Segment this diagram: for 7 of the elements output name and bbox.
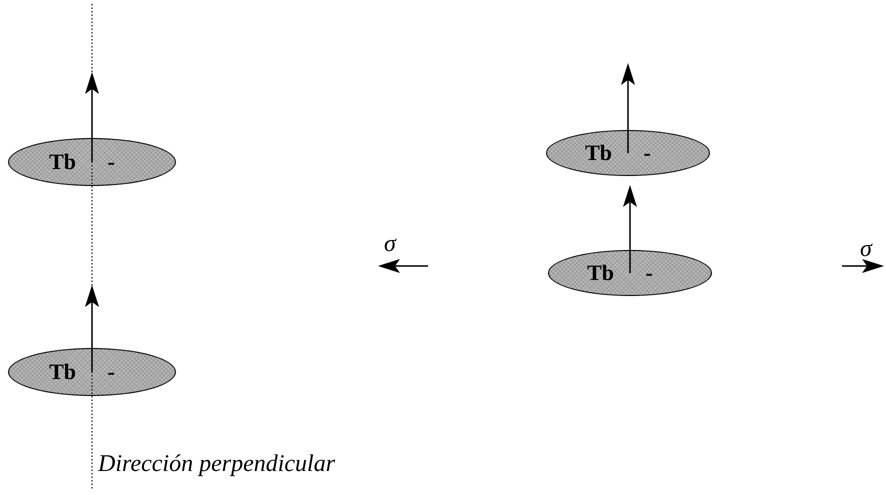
stress-symbol: σ [384,232,396,256]
ion-label: Tb - [587,262,654,284]
ion-label: Tb - [49,361,116,383]
stress-symbol: σ [860,237,872,261]
axis-label: Dirección perpendicular [98,452,336,476]
ion-label: Tb - [49,151,116,173]
ion-label: Tb - [585,142,652,164]
